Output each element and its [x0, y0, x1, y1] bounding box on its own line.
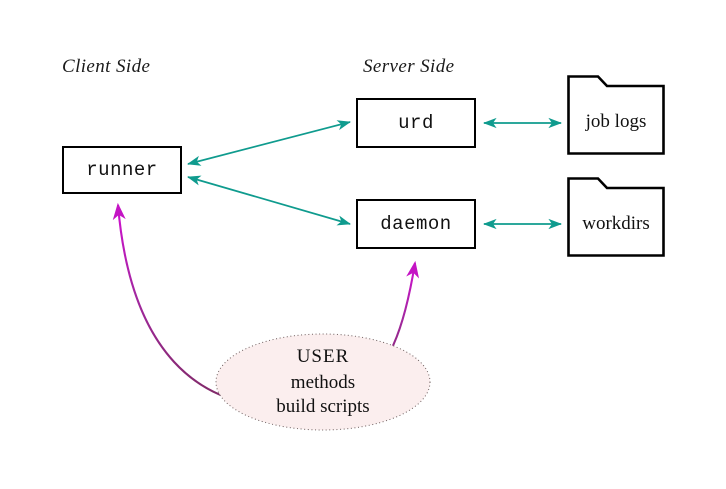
node-urd-label: urd: [398, 112, 434, 134]
client-side-label: Client Side: [62, 56, 151, 77]
server-side-label: Server Side: [363, 56, 455, 77]
folder-icon: [567, 75, 665, 155]
user-blob[interactable]: USER methods build scripts: [214, 332, 432, 432]
node-daemon-label: daemon: [380, 213, 452, 235]
node-workdirs-label: workdirs: [582, 213, 650, 234]
node-runner[interactable]: runner: [62, 146, 182, 194]
edge-runner-daemon: [187, 175, 351, 226]
node-workdirs[interactable]: workdirs: [566, 176, 666, 258]
ellipse-shape: [215, 333, 431, 431]
node-runner-label: runner: [86, 159, 158, 181]
node-daemon[interactable]: daemon: [356, 199, 476, 249]
user-blob-line-3: build scripts: [276, 396, 370, 417]
node-job-logs-label: job logs: [585, 111, 647, 132]
folder-icon: [567, 177, 665, 257]
node-urd[interactable]: urd: [356, 98, 476, 148]
user-blob-line-2: methods: [290, 372, 356, 393]
user-blob-line-1: USER: [296, 346, 350, 367]
edge-runner-urd: [187, 120, 351, 166]
node-job-logs[interactable]: job logs: [566, 74, 666, 156]
